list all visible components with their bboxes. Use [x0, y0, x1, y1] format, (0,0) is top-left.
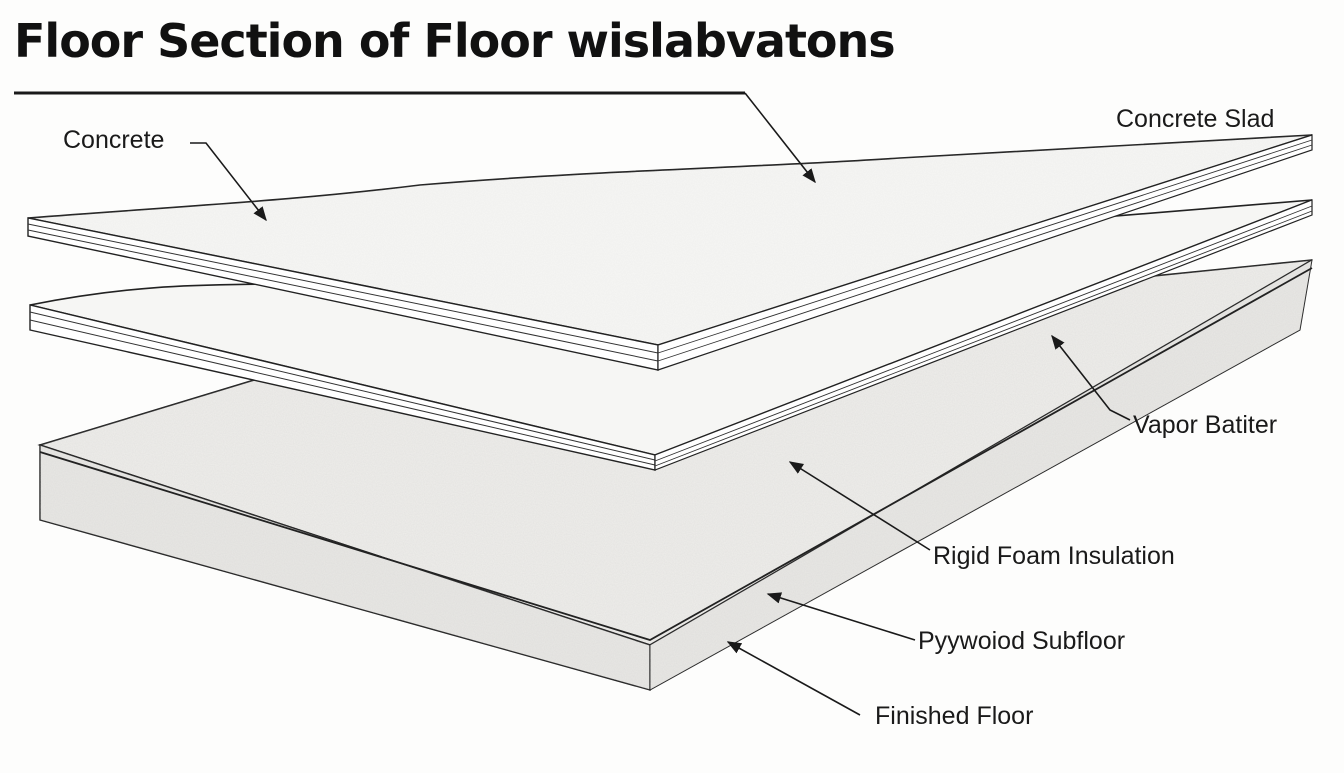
leader-finished-floor [726, 641, 861, 716]
leader-rigid-foam [788, 461, 931, 551]
label-finished-floor: Finished Floor [875, 702, 1034, 730]
diagram-title: Floor Section of Floor wislabvatons [14, 14, 896, 68]
leader-title [744, 92, 816, 184]
concrete-slab-layer [27, 134, 1313, 371]
label-concrete: Concrete [63, 126, 165, 154]
subfloor-edge-line [39, 267, 1313, 641]
leader-vapor-barrier [1051, 334, 1131, 421]
label-rigid-foam: Rigid Foam Insulation [933, 542, 1175, 570]
leader-lines [190, 92, 1131, 716]
label-vapor-barrier: Vapor Batiter [1133, 411, 1278, 439]
leader-plywood-subfloor [766, 592, 916, 641]
leader-concrete [190, 142, 267, 222]
label-plywood-subfloor: Pyywoiod Subfloor [918, 627, 1126, 655]
label-concrete-slab: Concrete Slad [1116, 105, 1275, 133]
